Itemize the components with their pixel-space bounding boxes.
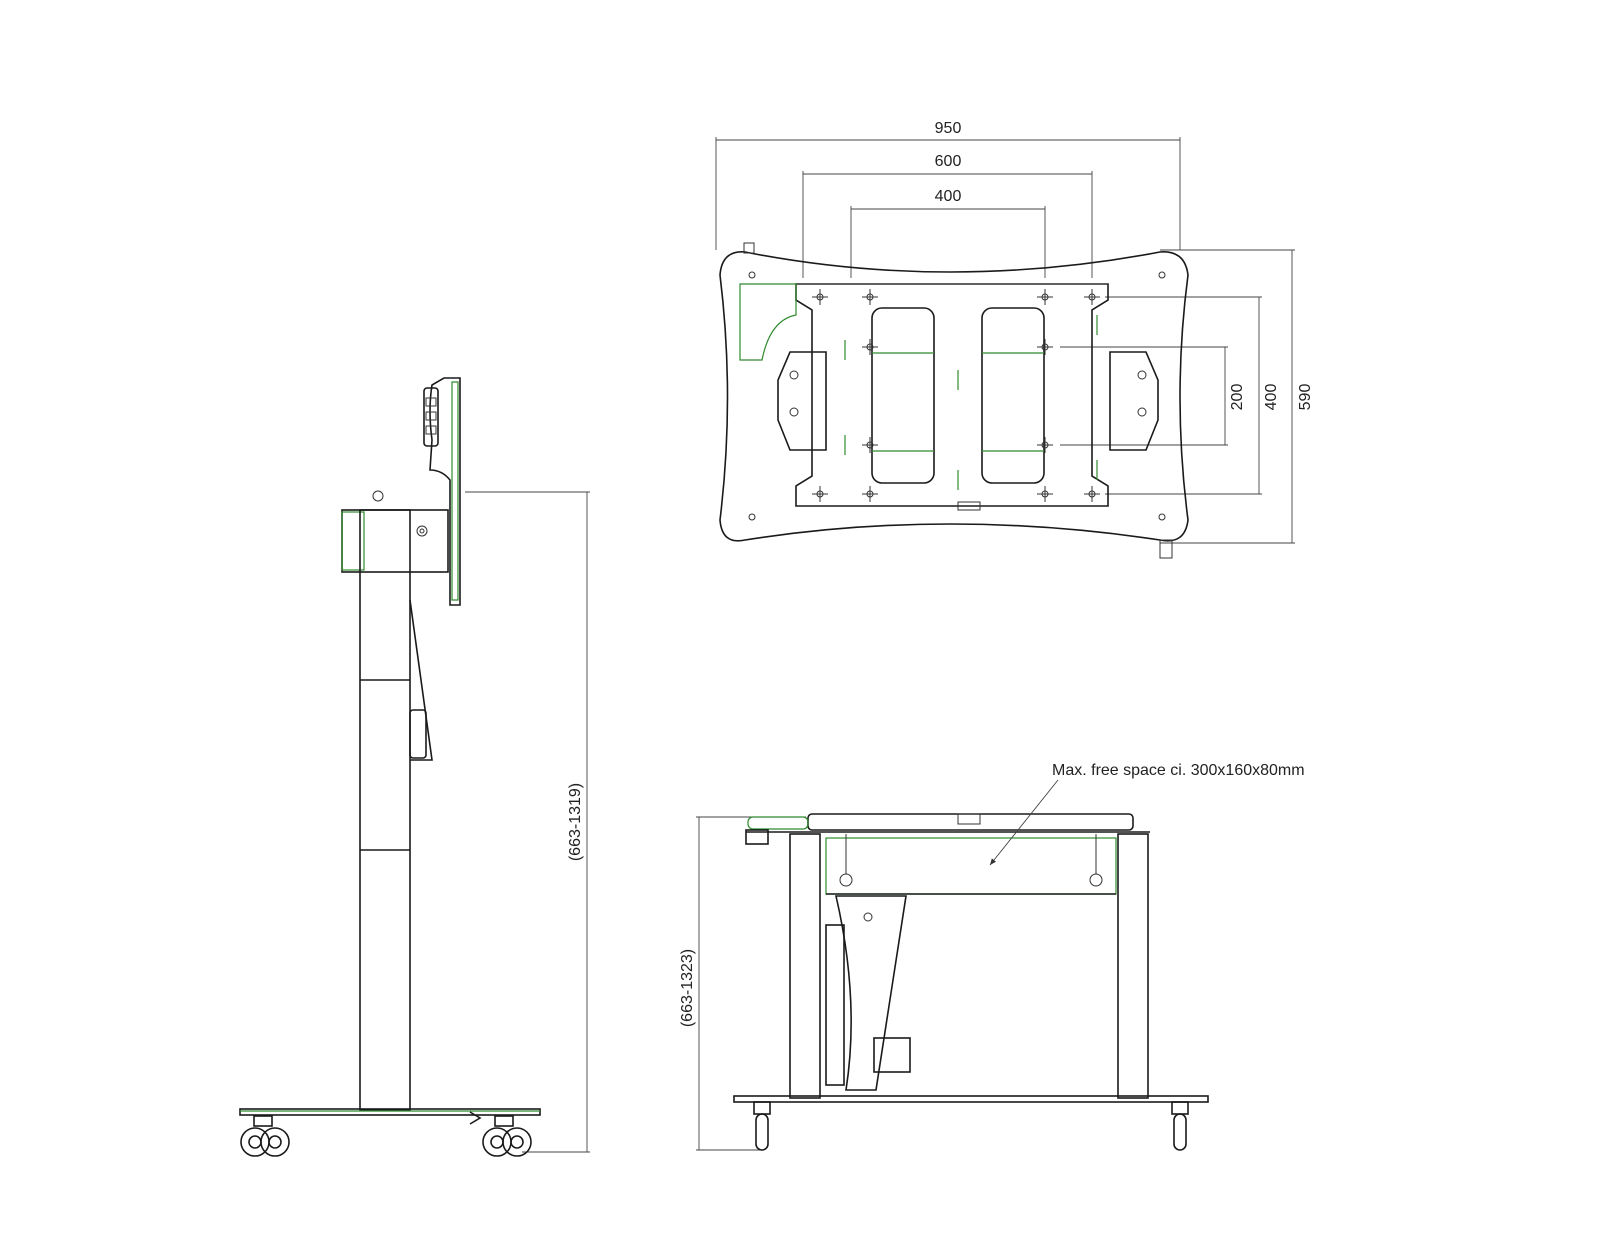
leg-left (789, 833, 821, 1099)
plate-outline (719, 251, 1189, 542)
leg-right (1117, 833, 1149, 1099)
dim-590: 590 (1160, 249, 1314, 544)
caster-front-right (1171, 1101, 1189, 1151)
vesa-plate-view: 950 600 400 590 400 (715, 120, 1314, 559)
storage-box (825, 837, 1117, 895)
dim-side-height-label: (663-1319) (567, 783, 584, 861)
dim-400-v-label: 400 (1263, 384, 1280, 411)
base-plate-side (239, 1108, 541, 1116)
front-view: (663-1323) Max. free (679, 762, 1305, 1151)
caster-front-left (753, 1101, 771, 1151)
dim-590-label: 590 (1297, 384, 1314, 411)
dim-600-label: 600 (935, 153, 962, 170)
base-plate-front (733, 1095, 1209, 1103)
dim-front-height-label: (663-1323) (679, 949, 696, 1027)
caster-left (240, 1115, 290, 1157)
dim-950: 950 (715, 120, 1181, 250)
inner-bracket (795, 283, 1109, 507)
dim-200-label: 200 (1229, 384, 1246, 411)
dim-400-vertical: 400 (1105, 296, 1280, 495)
dim-600: 600 (802, 153, 1093, 278)
dim-400-horizontal: 400 (850, 188, 1046, 278)
column-outer (359, 509, 411, 1111)
free-space-note: Max. free space ci. 300x160x80mm (1052, 762, 1305, 779)
dim-400-h-label: 400 (935, 188, 962, 205)
dim-950-label: 950 (935, 120, 962, 137)
side-view: (663-1319) (239, 377, 590, 1157)
dim-200: 200 (1060, 346, 1246, 446)
caster-right (469, 1111, 532, 1157)
